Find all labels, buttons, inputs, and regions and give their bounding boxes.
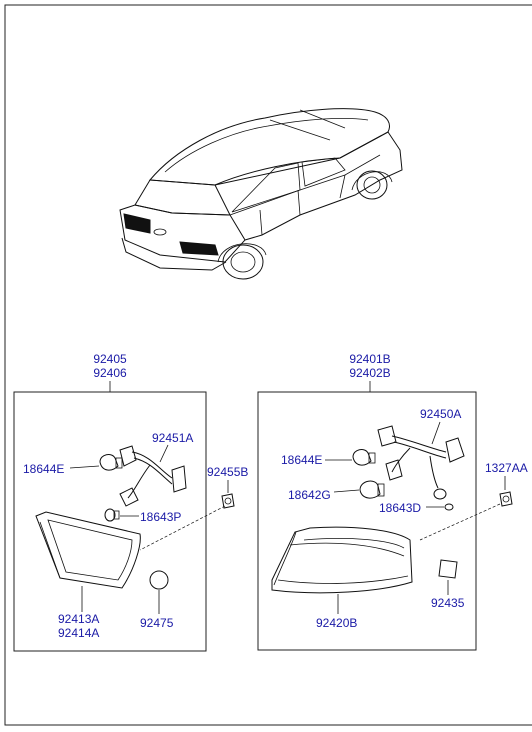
bulb-right-top [352,449,376,466]
label-clip-right: 1327AA [485,461,528,475]
label-bulb-left: 18644E [23,462,64,476]
label-harness-left: 92451A [152,431,193,445]
label-pad-right: 92435 [431,596,465,610]
label-lamp-right: 92420B [316,616,357,630]
bulb-right-mid [359,480,385,499]
label-small-bulb-right: 18643D [379,501,421,515]
lamp-right [271,526,413,594]
label-bulb-right-top: 18644E [281,453,322,467]
clip-right [499,491,513,507]
right-group-box [257,391,477,651]
bulb-left [99,454,123,471]
label-socket-clip: 92455B [207,465,248,479]
harness-right [377,425,465,500]
left-group-number-bottom: 92406 [93,366,127,380]
right-group-number-bottom: 92402B [349,366,390,380]
lens-left [35,511,141,589]
cap-left [149,570,169,590]
label-harness-right: 92450A [420,407,461,421]
left-group-box [13,391,207,652]
left-assembly: 92405 92406 18644E 92451A 18643P [13,352,248,652]
label-bulb-right-mid: 18642G [288,488,331,502]
page-frame [4,4,532,726]
label-lens-left-a: 92413A [58,612,99,626]
label-small-bulb-left: 18643P [140,510,181,524]
small-bulb-left [104,508,120,522]
right-group-number-top: 92401B [349,352,390,366]
car-illustration [119,108,403,280]
small-bulb-right [444,503,454,511]
socket-clip [221,493,235,509]
right-assembly: 92401B 92402B 18644E 92450A 1864 [257,352,528,651]
pad-right [438,559,458,579]
label-lens-left-b: 92414A [58,626,99,640]
label-cap-left: 92475 [140,616,174,630]
left-group-number-top: 92405 [93,352,127,366]
harness-left [119,445,187,507]
